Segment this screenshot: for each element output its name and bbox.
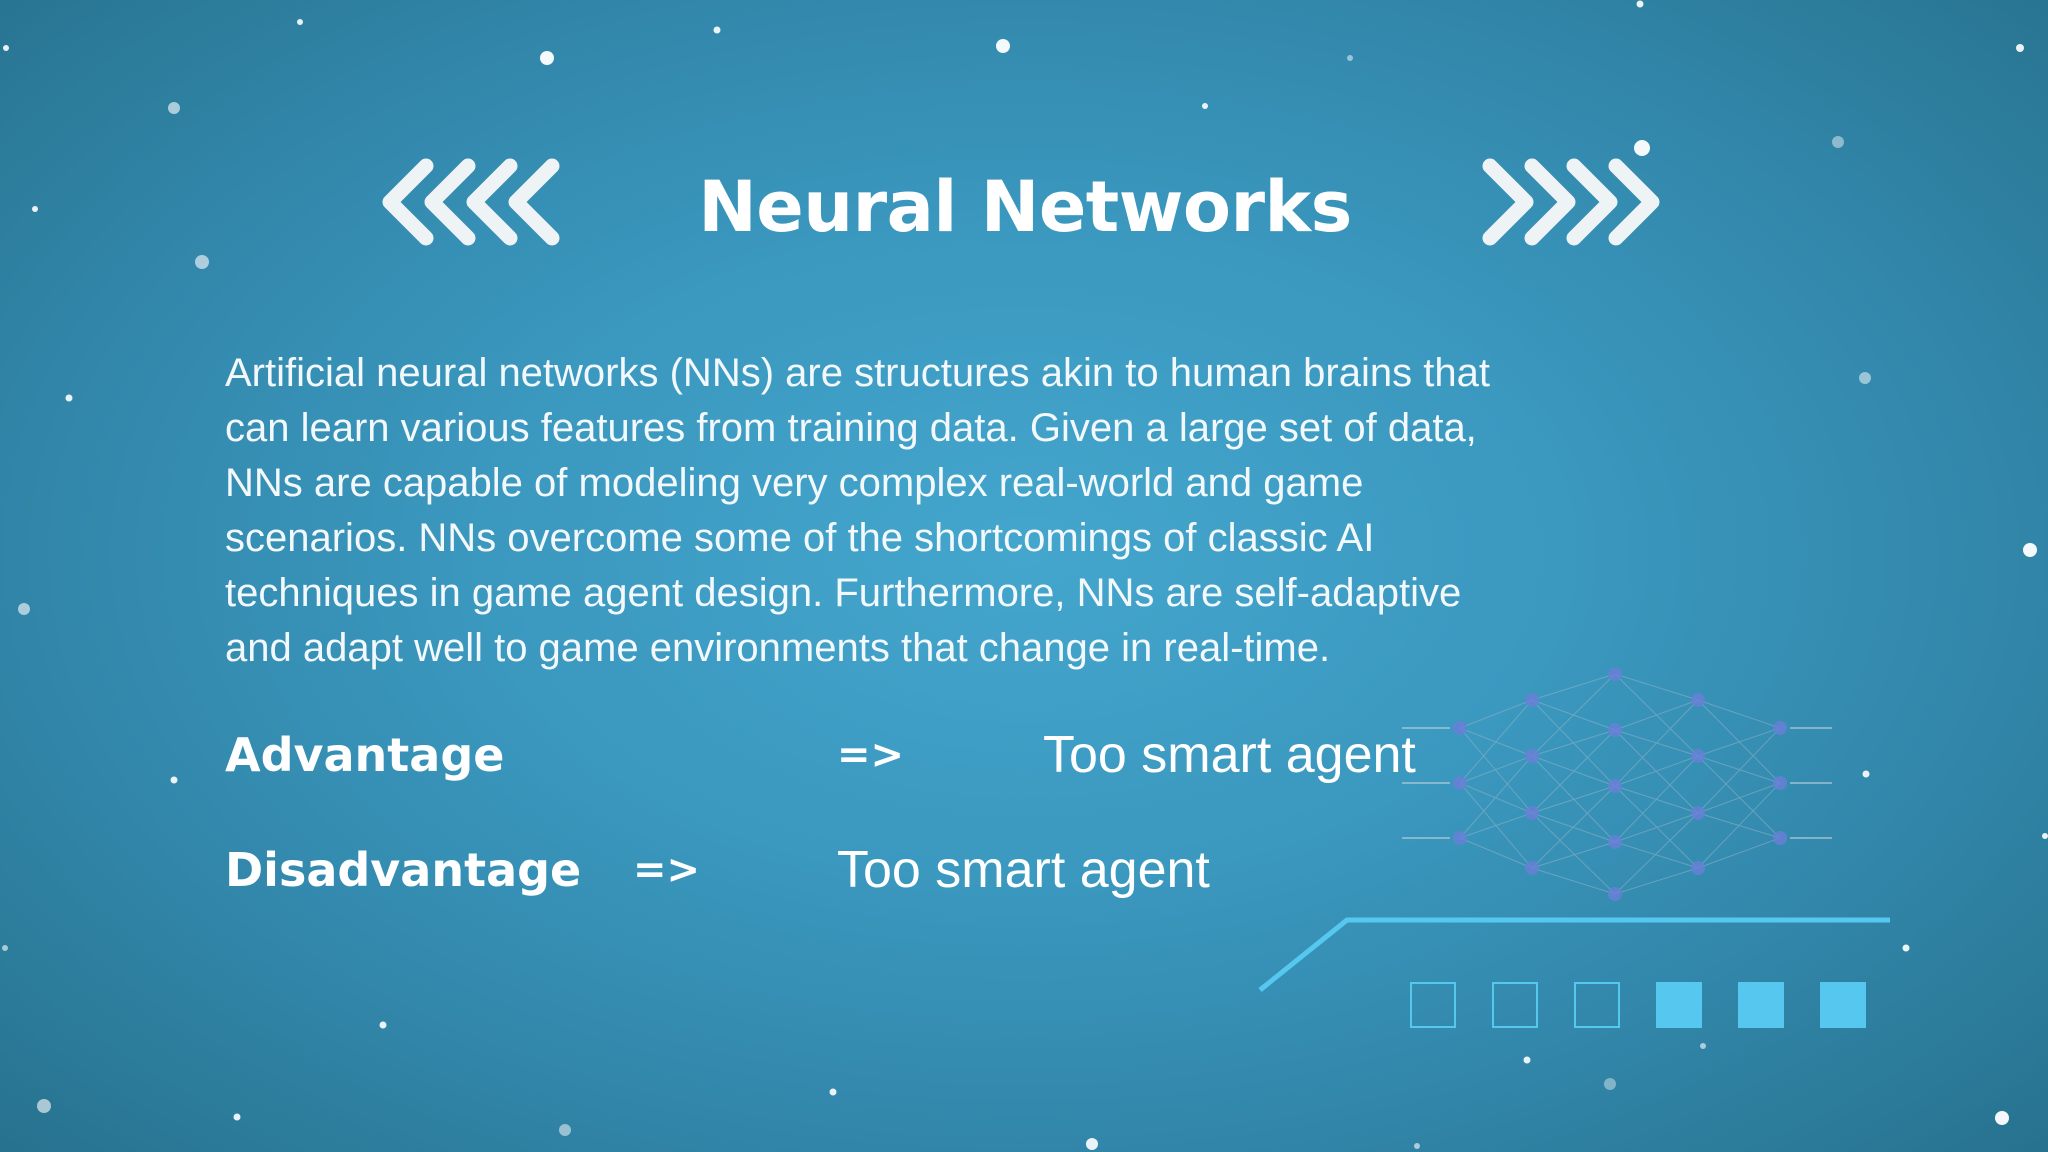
double-chevron-right-icon <box>1482 158 1660 246</box>
progress-square-filled <box>1656 982 1702 1028</box>
accent-line-decoration <box>1258 917 1890 992</box>
neural-network-diagram-icon <box>1402 668 1832 901</box>
progress-square-filled <box>1820 982 1866 1028</box>
slide-progress-indicator <box>1410 982 1866 1028</box>
body-line: can learn various features from training… <box>225 406 1477 450</box>
advantage-value: Too smart agent <box>1043 726 1416 784</box>
body-line: NNs are capable of modeling very complex… <box>225 461 1364 505</box>
body-line: scenarios. NNs overcome some of the shor… <box>225 516 1375 560</box>
body-line: and adapt well to game environments that… <box>225 626 1331 670</box>
body-line: techniques in game agent design. Further… <box>225 571 1462 615</box>
slide-body-paragraph: Artificial neural networks (NNs) are str… <box>225 346 1565 676</box>
disadvantage-value: Too smart agent <box>837 841 1210 899</box>
advantage-label: Advantage <box>225 728 505 782</box>
progress-square <box>1410 982 1456 1028</box>
disadvantage-label: Disadvantage <box>225 843 582 897</box>
advantage-arrow: => <box>837 732 905 778</box>
slide-title: Neural Networks <box>698 166 1352 248</box>
disadvantage-arrow: => <box>633 847 701 893</box>
body-line: Artificial neural networks (NNs) are str… <box>225 351 1490 395</box>
progress-square <box>1492 982 1538 1028</box>
double-chevron-left-icon <box>382 158 560 246</box>
progress-square-filled <box>1738 982 1784 1028</box>
progress-square <box>1574 982 1620 1028</box>
